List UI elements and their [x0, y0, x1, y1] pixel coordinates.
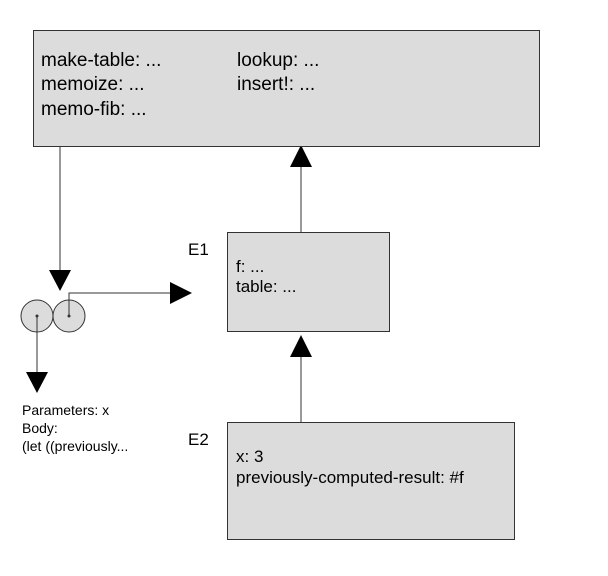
procedure-env-pointer-arrowhead [170, 282, 192, 304]
procedure-body-label: Body: [22, 420, 58, 436]
global-frame: make-table: ... memoize: ... memo-fib: .… [33, 30, 540, 147]
e1-binding-table: table: ... [236, 277, 297, 296]
global-binding-make-table: make-table: ... [41, 50, 162, 71]
procedure-code-pointer-arrowhead [26, 372, 48, 393]
global-binding-insert: insert!: ... [237, 74, 316, 95]
e2-label: E2 [188, 430, 209, 449]
e2-parent-pointer-arrowhead [290, 335, 312, 357]
procedure-body-text: (let ((previously... [22, 438, 129, 454]
e1-frame: f: ... table: ... [227, 232, 390, 332]
global-binding-lookup: lookup: ... [237, 50, 320, 71]
e1-binding-f: f: ... [236, 257, 265, 276]
global-binding-memo-fib: memo-fib: ... [41, 99, 147, 120]
procedure-parameters: Parameters: x [22, 402, 110, 418]
global-binding-memoize: memoize: ... [41, 74, 145, 95]
e2-frame: x: 3 previously-computed-result: #f [227, 422, 515, 540]
e2-binding-previously-computed-result: previously-computed-result: #f [236, 468, 464, 487]
e1-parent-pointer-arrowhead [290, 145, 312, 167]
e1-label: E1 [188, 240, 209, 259]
memo-fib-pointer-arrowhead [49, 270, 71, 291]
procedure-env-pointer-line [68, 292, 170, 316]
e2-binding-x: x: 3 [236, 447, 264, 466]
